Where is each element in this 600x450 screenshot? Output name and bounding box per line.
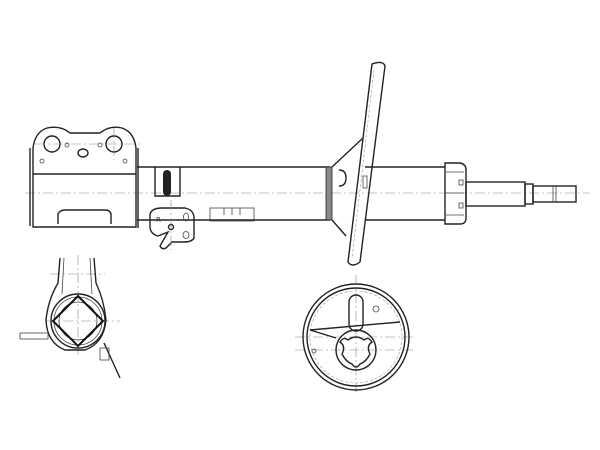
upper-tube (365, 162, 467, 225)
mount-marker-label: R (156, 216, 161, 224)
spring-seat-top-view (295, 275, 415, 392)
knuckle-bracket (29, 126, 140, 228)
spring-seat-plate (331, 61, 386, 266)
outer-tube (137, 166, 333, 222)
piston-rod (465, 181, 577, 207)
bracket-end-view (19, 255, 121, 379)
brake-line-bracket: R (149, 167, 195, 250)
side-view: R (25, 61, 590, 266)
